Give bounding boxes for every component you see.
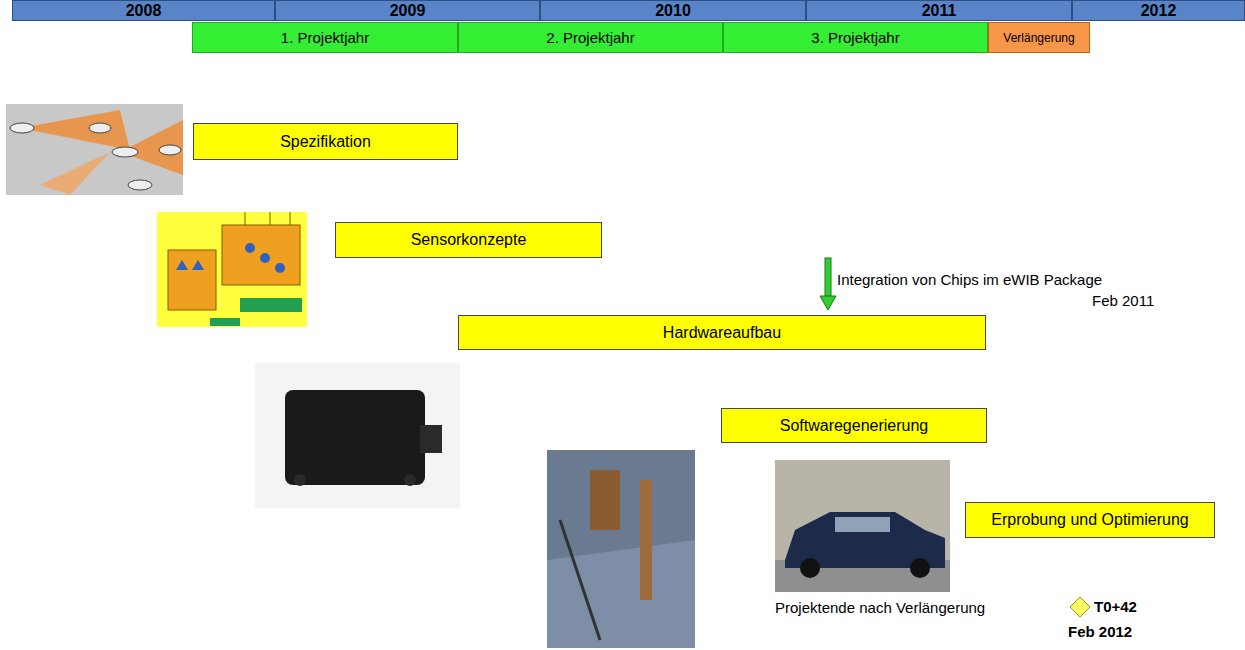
box-label: 2009 [390,2,426,20]
box-label: 2012 [1141,2,1177,20]
building-ground [775,460,950,592]
task-bar: Spezifikation [193,123,458,160]
task-bar: Sensorkonzepte [335,222,602,258]
car-icon [128,180,152,190]
box-label: 2011 [922,2,957,20]
chamber-wall [547,450,695,648]
box-label: Spezifikation [280,133,371,151]
car-wheel [800,558,820,578]
wood-post [640,480,652,600]
mixer-symbol [260,253,270,263]
box-label: Verlängerung [1003,31,1074,45]
amp-symbol [192,260,204,270]
car-wheel [910,558,930,578]
chamber-photo [547,450,695,648]
box-label: 2010 [655,2,691,20]
extension-bar: Verlängerung [988,22,1090,53]
mount-lug [404,474,416,486]
year-cell: 2012 [1072,0,1245,21]
year-cell: 2010 [540,0,806,21]
milestone-note: Integration von Chips im eWIB Package [837,271,1102,288]
amp-symbol [176,260,188,270]
box-label: 2. Projektjahr [546,29,634,46]
project-year-bar: 3. Projektjahr [723,22,988,53]
car-icon [112,147,138,157]
arrow-head [820,296,836,310]
milestone-code: T0+42 [1094,598,1137,615]
box-label: 1. Projektjahr [281,29,369,46]
box-label: 3. Projektjahr [811,29,899,46]
module-block [222,225,300,285]
year-cell: 2008 [12,0,275,21]
antenna-mount [590,470,620,530]
box-label: Hardwareaufbau [663,324,781,342]
car-icon [89,123,111,133]
connector-plug [420,425,442,453]
wire [290,212,291,225]
module-block [168,250,216,310]
box-label: Erprobung und Optimierung [991,511,1188,529]
scene-ground [6,104,183,195]
box-label: 2008 [126,2,162,20]
multiplexer-block [240,298,302,312]
diagram-ground [157,212,307,327]
wire [270,212,271,225]
box-label: Sensorkonzepte [411,231,527,249]
photo-ground [255,363,460,508]
mount-lug [294,474,306,486]
car-icon [159,145,181,155]
year-cell: 2011 [806,0,1072,21]
sensor-housing-photo [255,363,460,508]
stand-leg [560,520,600,640]
block-diagram-illustration [157,212,307,327]
car-icon [10,123,34,133]
task-bar: Hardwareaufbau [458,315,986,350]
project-year-bar: 1. Projektjahr [192,22,458,53]
arrow-shaft [825,258,831,296]
milestone-arrow [820,258,836,310]
absorber-foam [547,540,695,648]
small-block [210,318,240,326]
milestone-diamond [1070,597,1090,617]
task-bar: Softwaregenerierung [721,408,987,443]
milestone-date: Feb 2011 [1092,292,1154,309]
mixer-symbol [245,243,255,253]
radar-beam [20,110,130,150]
project-end-note: Projektende nach Verlängerung [775,599,985,616]
car-window [835,517,890,532]
housing-body [285,390,425,485]
test-car-photo [775,460,950,592]
box-label: Softwaregenerierung [780,417,929,435]
wire [245,212,246,225]
year-cell: 2009 [275,0,540,21]
project-year-bar: 2. Projektjahr [458,22,723,53]
task-bar: Erprobung und Optimierung [965,502,1215,538]
project-end-date: Feb 2012 [1068,623,1132,640]
radar-beam [40,152,110,195]
mixer-symbol [275,263,285,273]
traffic-illustration [6,104,183,195]
